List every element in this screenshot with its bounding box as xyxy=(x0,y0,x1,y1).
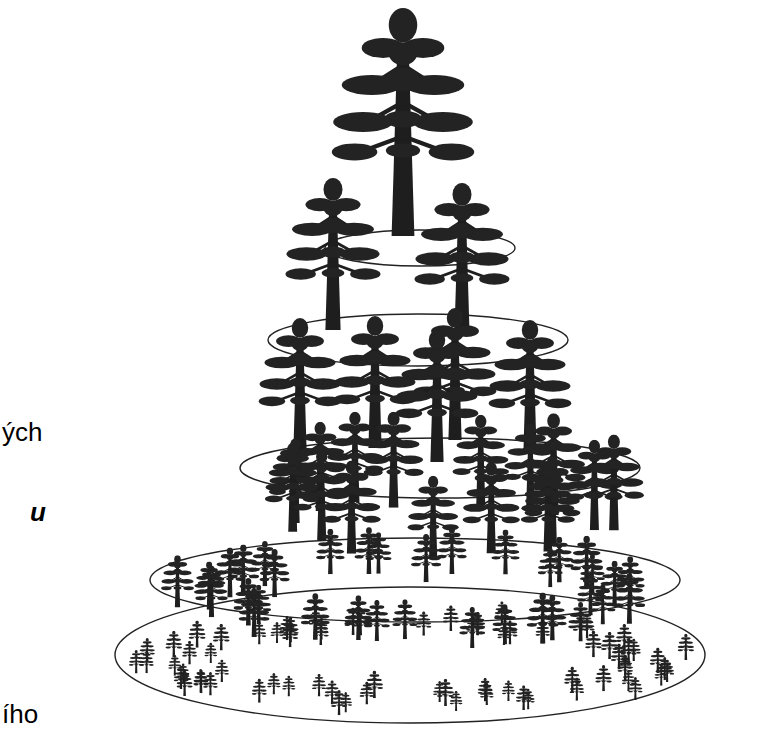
tree xyxy=(161,555,194,607)
tree xyxy=(492,604,517,644)
tree xyxy=(585,631,602,658)
tree xyxy=(344,595,372,640)
tree xyxy=(215,659,229,682)
tree xyxy=(194,670,209,693)
tree xyxy=(282,676,295,697)
tree xyxy=(189,621,206,648)
tree xyxy=(213,624,230,651)
tree xyxy=(584,435,644,531)
tree xyxy=(312,674,326,697)
tree xyxy=(252,622,266,645)
tree xyxy=(628,677,642,700)
tree xyxy=(437,679,454,706)
tree xyxy=(203,672,218,696)
tree xyxy=(411,534,441,582)
tree xyxy=(538,548,563,588)
tree xyxy=(252,679,267,703)
tree xyxy=(360,681,374,704)
cropped-text: ých xyxy=(2,418,42,447)
tree xyxy=(678,634,694,660)
tree xyxy=(204,643,217,663)
tree xyxy=(527,593,559,644)
tree xyxy=(267,673,280,694)
tree xyxy=(450,691,463,711)
tree xyxy=(316,529,344,575)
tree xyxy=(437,527,467,574)
tree xyxy=(516,685,532,710)
tree xyxy=(601,632,618,659)
tree xyxy=(325,680,340,704)
tree xyxy=(595,665,611,691)
tree xyxy=(260,549,290,597)
tree xyxy=(463,462,520,554)
tree xyxy=(286,178,381,330)
tree xyxy=(443,605,459,631)
tree xyxy=(497,624,510,645)
tree xyxy=(502,680,515,701)
tree xyxy=(354,527,383,574)
tree xyxy=(614,573,646,624)
tree xyxy=(364,600,390,641)
tree xyxy=(195,566,227,618)
tree xyxy=(459,607,485,648)
tree xyxy=(282,622,298,647)
tree xyxy=(415,183,510,335)
tree xyxy=(265,443,321,532)
tree xyxy=(259,318,342,450)
tree xyxy=(521,465,575,552)
tree xyxy=(654,664,668,686)
tree xyxy=(129,650,144,673)
tree xyxy=(392,599,417,639)
tree-group xyxy=(129,8,694,715)
cropped-text: u xyxy=(30,498,46,527)
tree xyxy=(331,690,347,715)
tree xyxy=(416,611,431,635)
tree xyxy=(270,622,283,643)
spiral-line xyxy=(115,230,705,723)
tree xyxy=(166,631,183,658)
tree xyxy=(313,620,329,646)
tree xyxy=(570,678,585,701)
cropped-text: ího xyxy=(2,700,38,729)
tree xyxy=(177,670,193,696)
tree xyxy=(480,683,494,705)
tree xyxy=(182,641,197,665)
tree xyxy=(590,584,615,624)
tree xyxy=(366,671,383,699)
tree xyxy=(491,530,519,575)
